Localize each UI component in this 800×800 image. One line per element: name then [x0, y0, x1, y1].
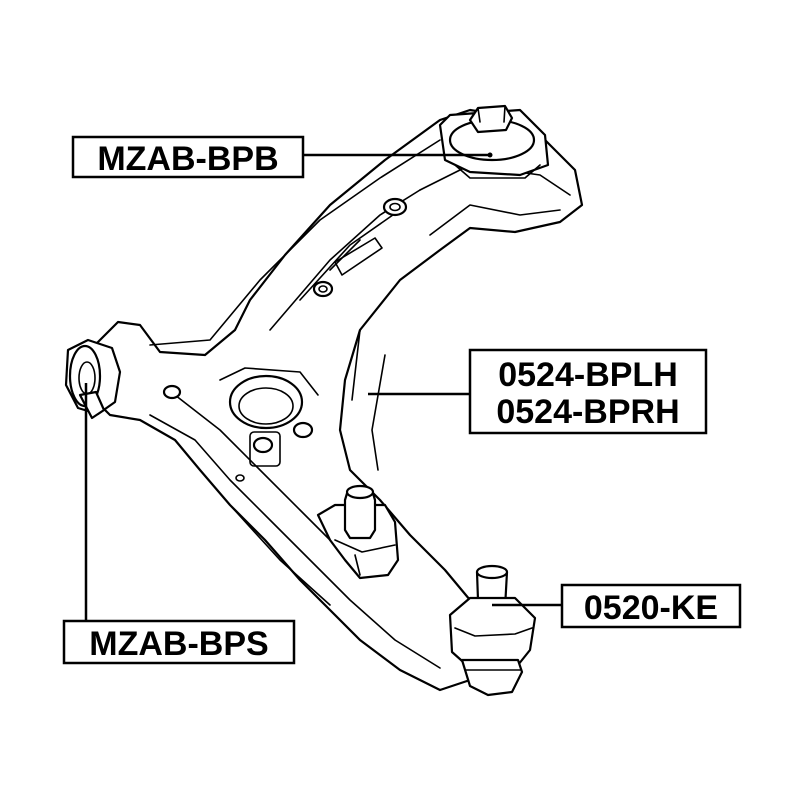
label-front-bushing: MZAB-BPS [62, 619, 296, 665]
leader-lines [84, 153, 562, 621]
control-arm [93, 108, 584, 692]
label-upper-bushing-text: MZAB-BPB [97, 140, 278, 178]
label-arm: 0524-BPLH 0524-BPRH [468, 348, 708, 435]
label-upper-bushing: MZAB-BPB [71, 135, 305, 179]
label-arm-left-text: 0524-BPLH [498, 356, 678, 394]
label-ball-joint-text: 0520-KE [584, 589, 718, 627]
label-front-bushing-text: MZAB-BPS [89, 625, 268, 663]
label-arm-right-text: 0524-BPRH [496, 393, 679, 431]
bracket [316, 484, 400, 580]
label-ball-joint: 0520-KE [560, 583, 742, 629]
rear-bushing [438, 104, 550, 179]
ball-joint [448, 564, 537, 697]
